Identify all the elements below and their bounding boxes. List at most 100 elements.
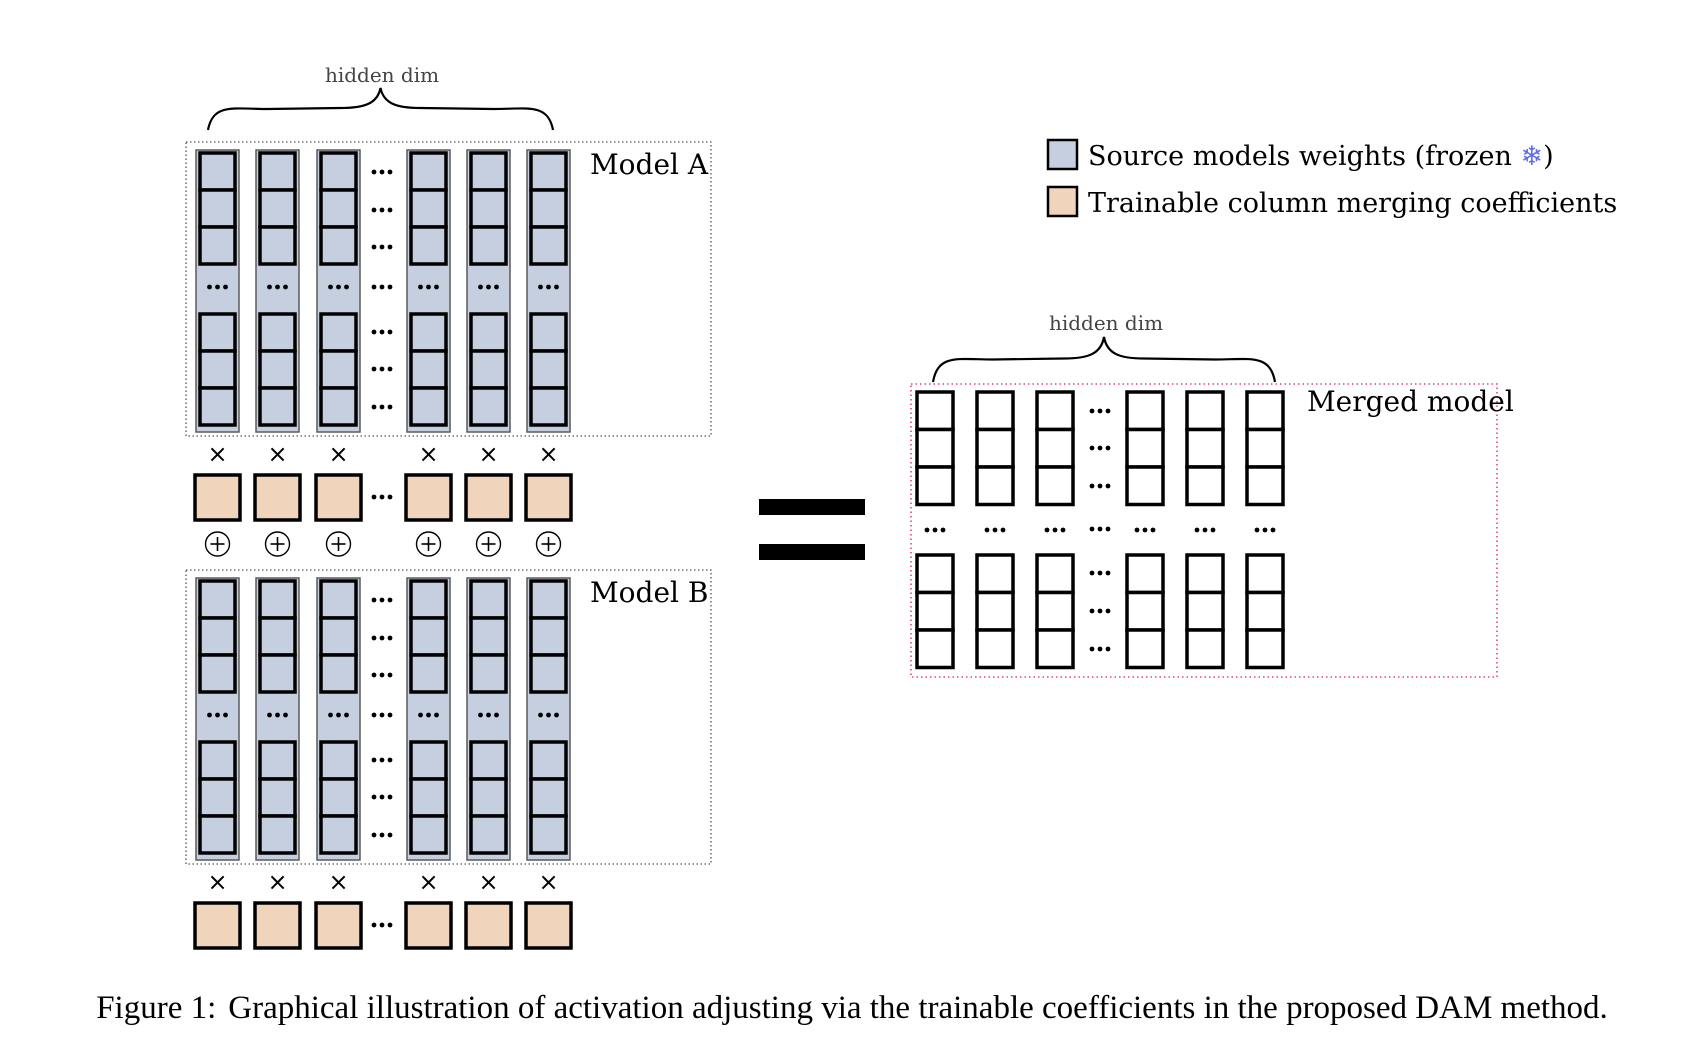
weight-cell — [258, 349, 297, 390]
legend-label: Source models weights (frozen ❄) — [1088, 141, 1554, 172]
dot — [434, 712, 439, 718]
coefficient-ellipsis — [371, 494, 393, 500]
weight-cell — [529, 349, 568, 390]
dot — [267, 712, 272, 718]
dot — [344, 284, 349, 290]
weight-cell — [529, 188, 568, 229]
dot — [328, 284, 333, 290]
weight-cell — [469, 225, 508, 266]
hidden-ellipsis — [371, 597, 393, 603]
merged-cell — [1125, 590, 1165, 632]
merged-cell — [1185, 390, 1225, 432]
dot — [387, 207, 393, 213]
dot — [1060, 527, 1066, 533]
weight-cell — [319, 188, 358, 229]
equals-bar-bottom — [759, 544, 865, 560]
weight-column — [526, 577, 571, 861]
trainable-coefficient — [253, 901, 302, 950]
column-ellipsis — [207, 284, 228, 290]
trainable-coefficient — [193, 473, 242, 522]
dot — [478, 712, 483, 718]
merged-cell — [1035, 553, 1075, 595]
dot — [379, 494, 385, 500]
merged-hidden-ellipsis — [1089, 445, 1111, 451]
hidden-dim-brace — [206, 87, 555, 131]
merged-column — [1125, 390, 1165, 670]
trainable-coefficient — [314, 901, 363, 950]
dot — [1210, 527, 1216, 533]
dot — [387, 635, 393, 641]
dot — [418, 712, 423, 718]
dot — [1105, 526, 1111, 532]
weight-cell — [258, 386, 297, 427]
multiply-icon: × — [478, 440, 498, 468]
plus-circle — [325, 531, 352, 557]
dot — [1254, 527, 1260, 533]
dot — [371, 207, 377, 213]
plus-icon — [475, 531, 502, 557]
weight-cell — [469, 386, 508, 427]
weight-cell — [529, 225, 568, 266]
legend-label-suffix: ) — [1543, 141, 1554, 172]
weight-cell — [529, 312, 568, 353]
merged-cell — [1125, 390, 1165, 432]
dot — [379, 672, 385, 678]
dot — [371, 329, 377, 335]
merged-hidden-dim-brace — [931, 336, 1277, 383]
dot — [215, 712, 220, 718]
multiply-icon: × — [328, 440, 348, 468]
multiply-icon: × — [418, 868, 438, 896]
hidden-ellipsis — [371, 672, 393, 678]
dot — [379, 284, 385, 290]
trainable-coefficient — [193, 901, 242, 950]
weight-cell — [258, 188, 297, 229]
merged-hidden-ellipsis — [1089, 483, 1111, 489]
merged-hidden-dim-label: hidden dim — [1049, 311, 1163, 335]
plus-circle — [475, 531, 502, 557]
weight-cell — [409, 225, 448, 266]
plus-icon — [415, 531, 442, 557]
weight-column — [466, 577, 511, 861]
merged-cell — [1245, 465, 1285, 507]
merged-hidden-ellipsis — [1089, 408, 1111, 414]
multiply-icon: × — [538, 440, 558, 468]
trainable-coefficient — [524, 473, 573, 522]
dot — [344, 712, 349, 718]
trainable-coefficient — [314, 473, 363, 522]
dot — [1089, 483, 1095, 489]
multiply-icon: × — [478, 868, 498, 896]
weight-column — [195, 149, 240, 433]
legend-item: Trainable column merging coefficients — [1046, 185, 1617, 219]
weight-cell — [319, 312, 358, 353]
weight-cell — [258, 579, 297, 620]
merged-hidden-ellipsis — [1089, 570, 1111, 576]
merged-cell — [975, 427, 1015, 469]
dot — [336, 712, 341, 718]
dot — [207, 284, 212, 290]
dot — [387, 757, 393, 763]
trainable-coefficient — [253, 473, 302, 522]
weight-cell — [409, 777, 448, 818]
weight-cell — [409, 349, 448, 390]
figure-caption: Figure 1:Graphical illustration of activ… — [0, 990, 1704, 1027]
weight-cell — [198, 653, 237, 694]
weight-cell — [469, 349, 508, 390]
merged-cell — [915, 590, 955, 632]
dot — [387, 404, 393, 410]
weight-cell — [198, 616, 237, 657]
dot — [223, 712, 228, 718]
weight-cell — [529, 777, 568, 818]
dot — [1105, 646, 1111, 652]
merged-column — [915, 390, 955, 670]
dot — [223, 284, 228, 290]
dot — [538, 712, 543, 718]
hidden-dim-label: hidden dim — [325, 63, 439, 87]
merged-cell — [1125, 465, 1165, 507]
dot — [1105, 408, 1111, 414]
dot — [387, 169, 393, 175]
hidden-ellipsis — [371, 635, 393, 641]
dot — [387, 832, 393, 838]
dot — [1097, 445, 1103, 451]
weight-column — [195, 577, 240, 861]
